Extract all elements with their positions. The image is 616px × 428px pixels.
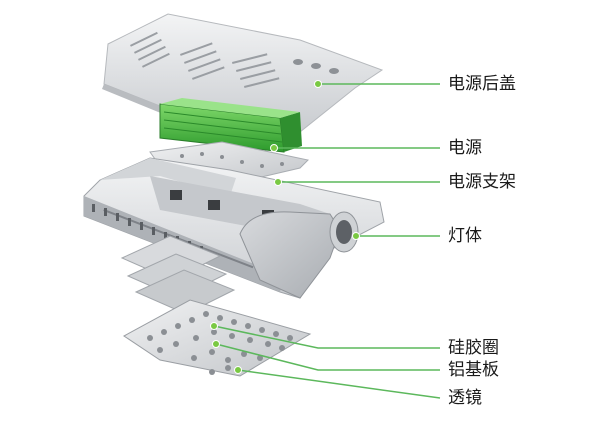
dot-power-bracket <box>274 178 282 186</box>
dot-power-cover <box>314 80 322 88</box>
label-silicone-ring: 硅胶圈 <box>448 338 499 358</box>
label-power-supply: 电源 <box>448 138 482 158</box>
leader-lines <box>213 83 441 399</box>
leader-aluminum-board <box>215 343 440 371</box>
leader-dots <box>210 80 360 374</box>
dot-aluminum-board <box>212 340 220 348</box>
leader-silicone-ring <box>213 325 440 349</box>
leader-lens <box>237 369 441 399</box>
label-power-cover: 电源后盖 <box>448 74 516 94</box>
led-module-parts <box>120 235 312 377</box>
label-lamp-body: 灯体 <box>448 226 482 246</box>
label-power-bracket: 电源支架 <box>448 172 516 192</box>
label-lens: 透镜 <box>448 388 482 408</box>
dot-lens <box>234 366 242 374</box>
lens-board <box>123 299 312 377</box>
dot-power-supply <box>270 144 278 152</box>
dot-lamp-body <box>352 232 360 240</box>
dot-silicone-ring <box>210 322 218 330</box>
power-supply-part <box>159 98 302 153</box>
lamp-body-part <box>83 157 385 299</box>
label-aluminum-board: 铝基板 <box>448 360 499 380</box>
